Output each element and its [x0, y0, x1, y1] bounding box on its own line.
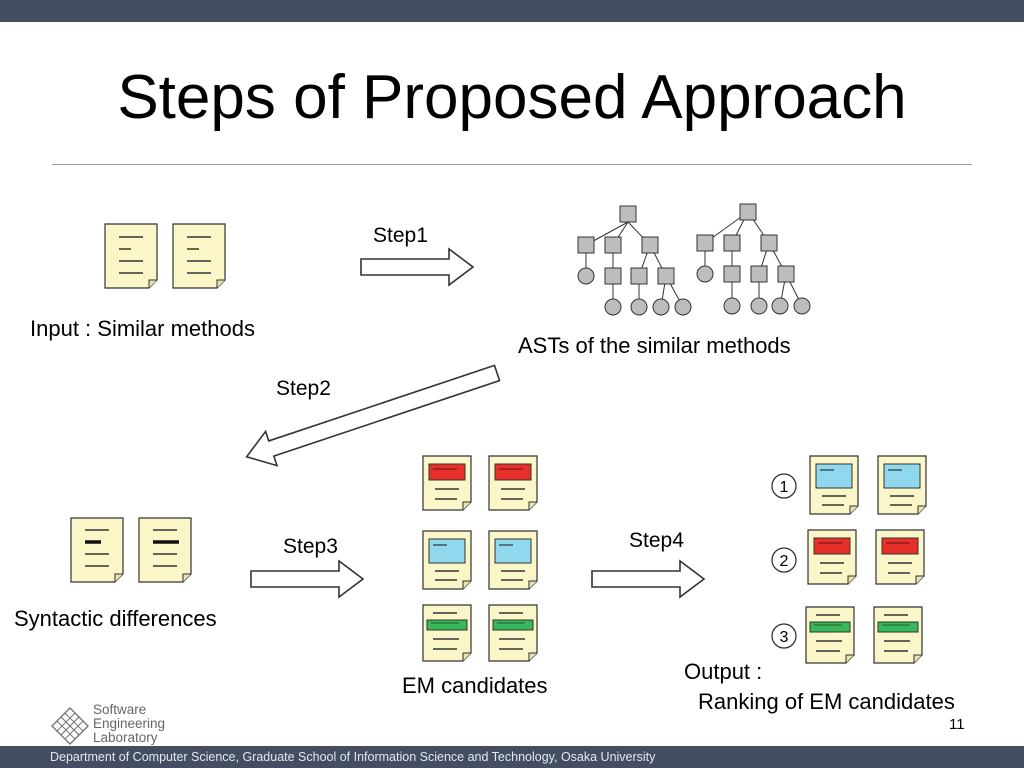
syntactic-diff-doc-1 — [69, 516, 125, 584]
ranked-green-1 — [805, 606, 855, 664]
top-bar — [0, 0, 1024, 22]
em-candidate-red-2 — [488, 455, 538, 511]
ranked-blue-2 — [877, 455, 927, 515]
slide-title: Steps of Proposed Approach — [117, 63, 907, 132]
software-engineering-lab-logo-icon — [51, 707, 89, 745]
ranked-blue-1 — [809, 455, 859, 515]
input-label: Input : Similar methods — [30, 316, 255, 341]
em-candidates-label: EM candidates — [402, 673, 548, 698]
syntactic-differences-label: Syntactic differences — [14, 606, 217, 631]
footer-bar — [0, 746, 1024, 768]
rank-3-label: 3 — [780, 629, 789, 646]
em-candidate-green-1 — [422, 604, 472, 662]
step1-arrow — [360, 248, 474, 286]
output-label: Output : — [684, 659, 763, 684]
ranked-red-1 — [807, 529, 857, 585]
ranked-red-2 — [875, 529, 925, 585]
asts-label: ASTs of the similar methods — [518, 333, 791, 358]
em-candidate-green-2 — [488, 604, 538, 662]
step1-label: Step1 — [373, 224, 428, 247]
em-candidate-blue-1 — [422, 530, 472, 590]
rank-1-label: 1 — [780, 479, 789, 496]
rank-3-circle — [771, 623, 797, 649]
step4-arrow — [591, 560, 705, 598]
logo-line-3: Laboratory — [93, 730, 158, 745]
em-candidate-red-1 — [422, 455, 472, 511]
footer-text: Department of Computer Science, Graduate… — [50, 750, 656, 764]
step2-label: Step2 — [276, 377, 331, 400]
logo-line-2: Engineering — [93, 716, 166, 731]
ast-tree-2 — [696, 203, 811, 315]
em-candidate-blue-2 — [488, 530, 538, 590]
rank-1-circle — [771, 473, 797, 499]
rank-2-circle — [771, 547, 797, 573]
step3-label: Step3 — [283, 535, 338, 558]
logo-line-1: Software — [93, 702, 147, 717]
ranked-green-2 — [873, 606, 923, 664]
lab-logo-text: Software Engineering Laboratory — [93, 703, 183, 745]
title-divider — [52, 164, 972, 165]
step2-arrow — [245, 364, 501, 467]
syntactic-diff-doc-2 — [137, 516, 193, 584]
step3-arrow — [250, 560, 364, 598]
page-number: 11 — [949, 716, 965, 733]
ranking-label: Ranking of EM candidates — [698, 689, 955, 714]
step4-label: Step4 — [629, 529, 684, 552]
rank-2-label: 2 — [780, 553, 789, 570]
input-method-doc-1 — [104, 223, 158, 289]
input-method-doc-2 — [172, 223, 226, 289]
ast-tree-1 — [577, 205, 692, 316]
